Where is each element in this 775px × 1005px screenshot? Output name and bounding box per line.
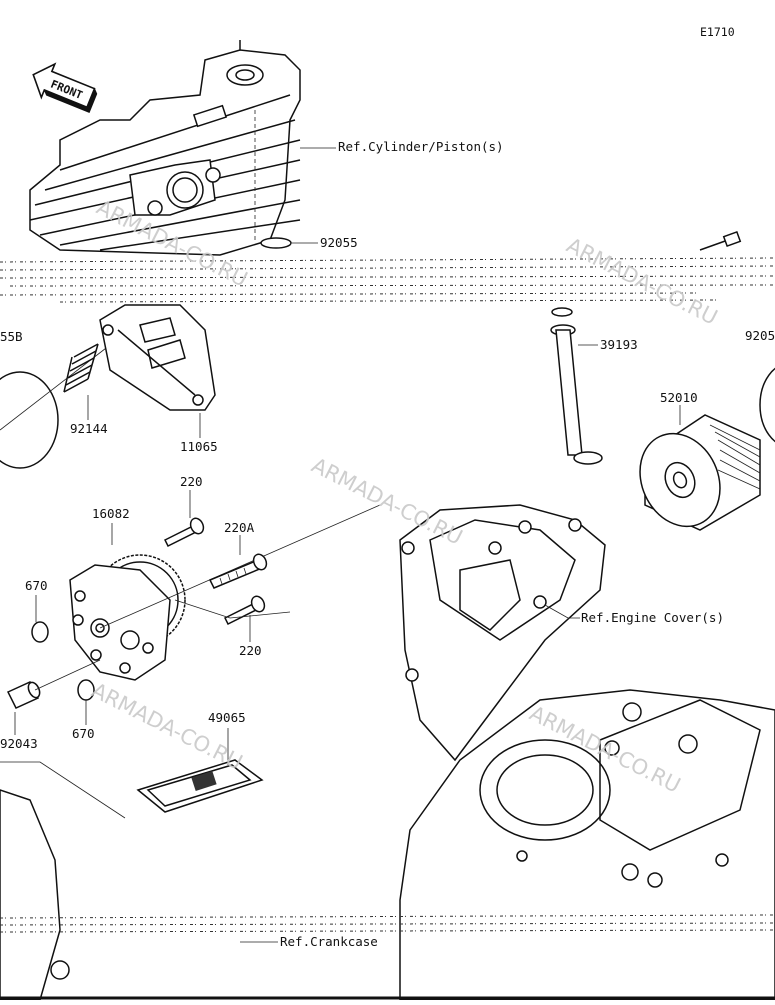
o-ring-92055-drawing <box>260 237 292 249</box>
part-label-9205-cut: 9205 <box>745 328 775 343</box>
cover-11065-drawing <box>99 304 216 411</box>
oil-filter-52010-drawing <box>639 414 761 531</box>
part-label-220-bottom: 220 <box>239 643 262 658</box>
oil-pipe-39193-drawing <box>550 307 603 465</box>
part-label-92055: 92055 <box>320 235 358 250</box>
dowel-pin-92043-drawing <box>6 681 41 709</box>
part-label-11065: 11065 <box>180 439 218 454</box>
watermark-3: ARMADA-CO.RU <box>308 453 467 550</box>
watermark-4: ARMADA-CO.RU <box>88 678 247 775</box>
part-label-92043-cut: 92043 <box>0 736 38 751</box>
o-ring-left-drawing <box>0 371 59 469</box>
ref-cylinder-piston: Ref.Cylinder/Piston(s) <box>338 139 504 154</box>
cylinder-head-drawing <box>29 40 301 256</box>
scan-noise-band-top <box>0 257 775 303</box>
part-label-39193: 39193 <box>600 337 638 352</box>
crankcase-left-partial-drawing <box>0 789 70 1001</box>
part-label-16082: 16082 <box>92 506 130 521</box>
watermark-2: ARMADA-CO.RU <box>563 233 722 330</box>
part-label-55b-cut: 55B <box>0 329 23 344</box>
part-label-670-top: 670 <box>25 578 48 593</box>
part-label-92144: 92144 <box>70 421 108 436</box>
part-label-220-top: 220 <box>180 474 203 489</box>
oil-pump-16082-drawing <box>69 554 186 681</box>
front-arrow-icon: FRONT <box>32 62 98 114</box>
scan-noise-band-bottom <box>0 914 775 933</box>
crankcase-drawing <box>399 689 775 1001</box>
part-label-49065: 49065 <box>208 710 246 725</box>
ref-crankcase: Ref.Crankcase <box>280 934 378 949</box>
bolt-220-top-drawing <box>163 517 205 548</box>
o-ring-right-drawing <box>759 367 775 443</box>
part-label-52010: 52010 <box>660 390 698 405</box>
o-ring-670-top-drawing <box>31 621 49 643</box>
ref-engine-cover: Ref.Engine Cover(s) <box>581 610 724 625</box>
diagram-code: E1710 <box>700 25 735 39</box>
bolt-top-right-drawing <box>699 230 742 251</box>
bolt-220-bottom-drawing <box>223 595 266 626</box>
part-label-670-bottom: 670 <box>72 726 95 741</box>
spring-92144-drawing <box>63 343 99 393</box>
bolt-220a-drawing <box>208 553 268 589</box>
part-label-220a: 220A <box>224 520 255 535</box>
engine-cover-drawing <box>399 504 606 762</box>
gasket-kit-49065-drawing <box>136 759 264 813</box>
